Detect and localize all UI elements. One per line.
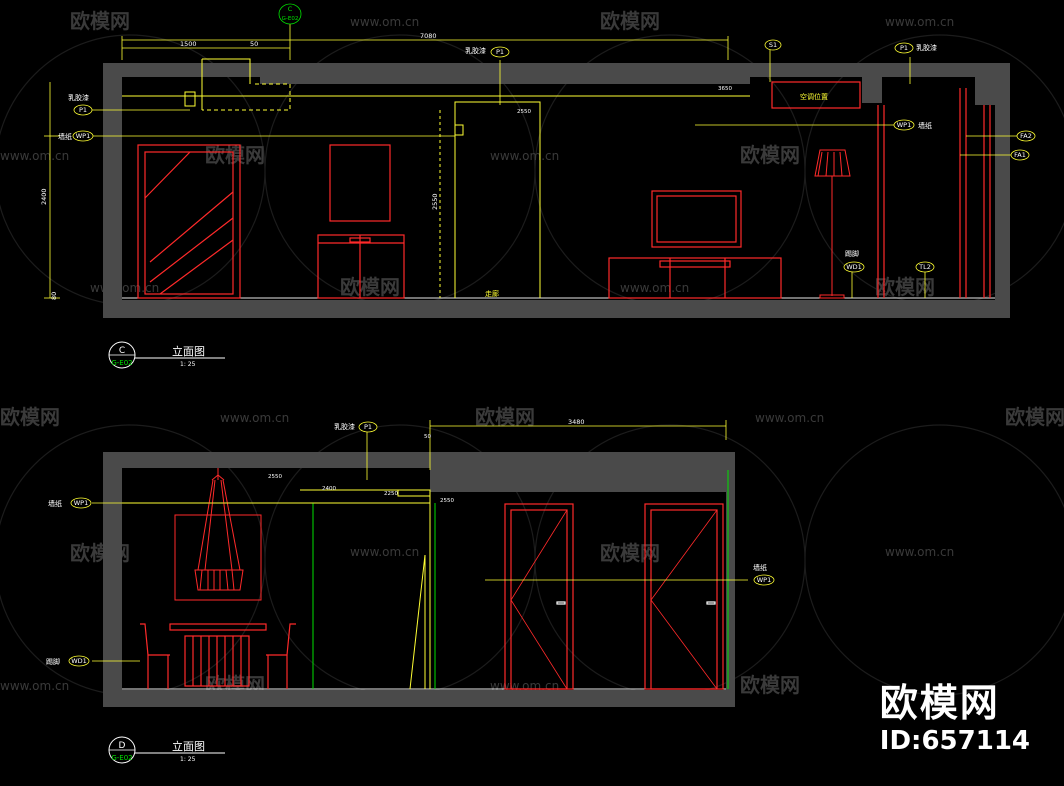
partition xyxy=(409,554,426,690)
elevation-title: 立面图 xyxy=(172,344,205,358)
watermark-url: www.om.cn xyxy=(90,281,159,295)
tag-wp1: WP1 xyxy=(76,132,90,140)
leaders-d xyxy=(92,420,748,662)
watermark-logo: 欧模网 xyxy=(740,673,800,697)
watermark-url: www.om.cn xyxy=(220,411,289,425)
elevation-d: P1 乳胶漆 WP1 墙纸 WP1 墙纸 WD1 踢脚 3480 50 2550… xyxy=(46,418,775,764)
label-wallpaper: 墙纸 xyxy=(48,499,62,508)
ref-letter: C xyxy=(119,346,125,356)
watermark-logo: 欧模网 xyxy=(1005,405,1064,429)
dim-b: 2400 xyxy=(322,486,336,492)
label-paint: 乳胶漆 xyxy=(465,46,486,55)
watermark-logo: 欧模网 xyxy=(475,405,535,429)
label-paint: 乳胶漆 xyxy=(334,422,355,431)
watermark-logo: 欧模网 xyxy=(0,405,60,429)
tag-p1: P1 xyxy=(496,48,504,56)
wall-art-desk xyxy=(317,144,405,299)
watermark-url: www.om.cn xyxy=(885,545,954,559)
dim-small: 50 xyxy=(424,434,431,440)
watermark-url: www.om.cn xyxy=(620,281,689,295)
watermark-logo: 欧模网 xyxy=(740,143,800,167)
dim-door: 2550 xyxy=(431,193,439,210)
ref-sheet: G-E02 xyxy=(111,359,132,367)
ref-letter: D xyxy=(119,741,126,751)
tv-cabinet xyxy=(608,190,782,299)
floor-lamp xyxy=(814,149,851,299)
dim-a: 2550 xyxy=(268,474,282,480)
tag-p1: P1 xyxy=(79,106,87,114)
section-wall-c xyxy=(103,63,1010,318)
tag-tl2: TL2 xyxy=(918,263,931,271)
watermark-layer: 欧模网 www.om.cn 欧模网 www.om.cn www.om.cn 欧模… xyxy=(0,9,1064,697)
top-ref-letter: C xyxy=(288,5,293,13)
watermark-logo: 欧模网 xyxy=(205,143,265,167)
brand-badge: 欧模网 ID:657114 xyxy=(880,684,1030,756)
door-right xyxy=(644,503,724,690)
elevation-scale: 1: 25 xyxy=(180,361,196,368)
dim-base: 80 xyxy=(50,292,58,300)
watermark-url: www.om.cn xyxy=(755,411,824,425)
watermark-logo: 欧模网 xyxy=(340,275,400,299)
watermark-url: www.om.cn xyxy=(350,15,419,29)
dim-small: 50 xyxy=(250,40,258,48)
tags-c: C G-E02 P1 乳胶漆 P1 乳胶漆 WP1 墙纸 S1 WP1 墙纸 P… xyxy=(40,3,1036,300)
watermark-url: www.om.cn xyxy=(350,545,419,559)
dining-set xyxy=(140,623,296,689)
beam-d xyxy=(430,468,726,492)
watermark-url: www.om.cn xyxy=(0,679,69,693)
dim-top: 3480 xyxy=(568,418,585,426)
elevation-c-title: C G-E02 立面图 1: 25 xyxy=(108,341,225,369)
watermark-logo: 欧模网 xyxy=(600,9,660,33)
tag-wd1: WD1 xyxy=(71,657,87,665)
label-wallpaper: 墙纸 xyxy=(918,121,932,130)
label-paint: 乳胶漆 xyxy=(916,43,937,52)
mirror-door xyxy=(137,144,241,299)
green-divider xyxy=(312,470,729,689)
leaders-c xyxy=(44,20,1018,299)
dim-height: 2400 xyxy=(40,188,48,205)
ref-sheet: G-E02 xyxy=(111,754,132,762)
dim-a: 2550 xyxy=(440,498,454,504)
watermark-url: www.om.cn xyxy=(0,149,69,163)
tag-wp1: WP1 xyxy=(897,121,911,129)
elevation-scale: 1: 25 xyxy=(180,756,196,763)
dim-door: 2550 xyxy=(517,109,531,115)
label-skirting: 踢脚 xyxy=(845,249,859,258)
tag-wp1: WP1 xyxy=(74,499,88,507)
tags-d: P1 乳胶漆 WP1 墙纸 WP1 墙纸 WD1 踢脚 3480 50 2550… xyxy=(46,418,775,667)
label-skirting: 踢脚 xyxy=(46,657,60,666)
ceiling-bulkhead xyxy=(122,58,750,111)
dim-c: 2250 xyxy=(384,491,398,497)
label-wallpaper: 墙纸 xyxy=(58,132,72,141)
door-opening xyxy=(439,101,541,298)
top-ref-sheet: G-E02 xyxy=(282,16,299,22)
watermark-logo: 欧模网 xyxy=(600,541,660,565)
tag-p1: P1 xyxy=(364,423,372,431)
watermark-logo: 欧模网 xyxy=(70,9,130,33)
brand-id: ID:657114 xyxy=(879,726,1030,756)
dim-total: 7080 xyxy=(420,32,437,40)
label-corridor: 走廊 xyxy=(485,289,499,298)
elevation-d-title: D G-E02 立面图 1: 25 xyxy=(108,736,225,764)
tag-wp1: WP1 xyxy=(757,576,771,584)
label-paint: 乳胶漆 xyxy=(68,93,89,102)
curtain xyxy=(771,81,991,298)
watermark-url: www.om.cn xyxy=(885,15,954,29)
tag-fa2: FA2 xyxy=(1020,132,1032,140)
tag-p1: P1 xyxy=(900,44,908,52)
tag-s1: S1 xyxy=(769,41,777,49)
elevation-title: 立面图 xyxy=(172,739,205,753)
pendant-art xyxy=(174,468,262,601)
elevation-c: C G-E02 P1 乳胶漆 P1 乳胶漆 WP1 墙纸 S1 WP1 墙纸 P… xyxy=(40,3,1036,369)
watermark-url: www.om.cn xyxy=(490,149,559,163)
tag-wd1: WD1 xyxy=(846,263,862,271)
dim-ceil: 3650 xyxy=(718,86,732,92)
label-wallpaper: 墙纸 xyxy=(753,563,767,572)
door-left xyxy=(504,503,574,690)
brand-logo: 欧模网 xyxy=(879,681,1000,725)
label-ac: 空调位置 xyxy=(800,92,828,101)
tag-fa1: FA1 xyxy=(1014,151,1026,159)
dim-left: 1500 xyxy=(180,40,197,48)
